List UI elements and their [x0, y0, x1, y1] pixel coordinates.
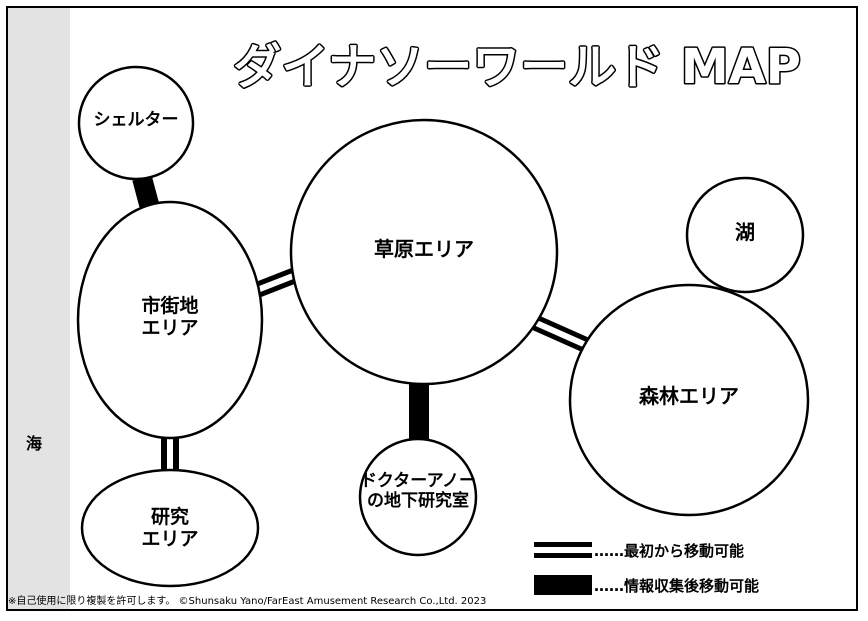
- copyright-notice: ※自己使用に限り複製を許可します。 ©Shunsaku Yano/FarEast…: [8, 596, 487, 607]
- area-forest: [568, 283, 810, 517]
- label-lab-line1: ドクターアノー: [359, 471, 477, 491]
- map-title: ダイナソーワールド MAP: [233, 39, 801, 95]
- area-research: [80, 468, 260, 588]
- label-research-line2: エリア: [141, 527, 199, 550]
- area-lab: [358, 437, 478, 557]
- label-grassland: 草原エリア: [344, 238, 504, 261]
- legend-double-line-text: ……最初から移動可能: [594, 541, 745, 560]
- label-research-line1: 研究: [150, 506, 189, 528]
- legend-thick-line-symbol: [534, 575, 592, 595]
- label-city: 市街地 エリア: [110, 295, 230, 340]
- label-grassland-text: 草原エリア: [374, 237, 474, 261]
- label-forest: 森林エリア: [609, 385, 769, 408]
- label-lab: ドクターアノー の地下研究室: [338, 471, 498, 511]
- label-lab-line2: の地下研究室: [367, 490, 469, 511]
- area-city: [76, 200, 264, 440]
- label-city-line2: エリア: [141, 316, 199, 339]
- area-lake: [685, 176, 805, 294]
- label-lake: 湖: [715, 221, 775, 244]
- label-city-line1: 市街地: [141, 295, 199, 317]
- legend-double-line-symbol: [534, 542, 592, 558]
- label-shelter-text: シェルター: [93, 110, 179, 130]
- connector-shelter-city: [132, 175, 160, 211]
- area-grassland: [289, 118, 559, 386]
- area-shelter: [77, 65, 195, 181]
- label-forest-text: 森林エリア: [639, 384, 739, 408]
- legend-double-line: ……最初から移動可能: [534, 538, 744, 562]
- legend-thick-line: ……情報収集後移動可能: [534, 573, 759, 597]
- legend-thick-line-text: ……情報収集後移動可能: [594, 576, 760, 595]
- label-lake-text: 湖: [735, 220, 755, 244]
- label-research: 研究 エリア: [110, 506, 230, 551]
- label-shelter: シェルター: [79, 110, 193, 131]
- sea-label: 海: [26, 434, 43, 453]
- connector-grassland-forest: [530, 314, 592, 354]
- sea-strip: [8, 8, 70, 609]
